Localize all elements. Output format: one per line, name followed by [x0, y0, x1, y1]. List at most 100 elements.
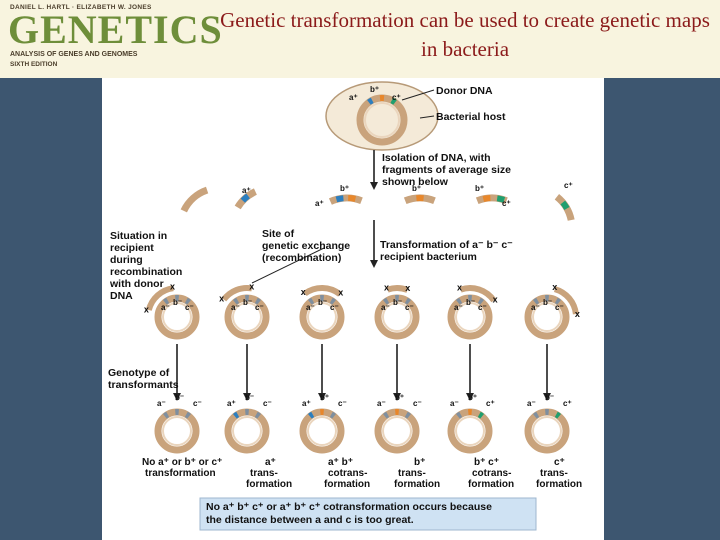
recipient-4-gene-c — [404, 297, 411, 305]
transformant-3-chromosome-inner — [307, 416, 337, 446]
situation-label-2: recipient — [110, 242, 154, 254]
transformant-3-label-b: b⁺ — [320, 393, 329, 402]
donor-fragment-5-gene-2 — [496, 195, 506, 203]
outcome-6-line-2: trans- — [540, 468, 568, 479]
transformant-1-label-c: c⁻ — [193, 399, 202, 408]
outcome-5-line-3: formation — [468, 479, 514, 490]
transformant-4-gene-c — [404, 411, 411, 419]
outcome-4-line-2: trans- — [398, 468, 426, 479]
transformant-6-chromosome-inner — [532, 416, 562, 446]
recipient-3-chromosome-inner — [307, 302, 337, 332]
crossover-3-right: x — [338, 288, 343, 298]
fragment-6-gene-c: c⁺ — [564, 181, 573, 190]
transformation-step-label-2: recipient bacterium — [380, 251, 477, 263]
transformant-4-gene-a — [383, 411, 390, 419]
donor-chromosome-inner — [364, 102, 400, 138]
recipient-4-chromosome-inner — [382, 302, 412, 332]
note-line-2: the distance between a and c is too grea… — [206, 514, 414, 526]
transformant-5-label-c: c⁺ — [486, 399, 495, 408]
isolation-label-1: Isolation of DNA, with — [382, 152, 491, 164]
recipient-5-gene-c — [477, 297, 484, 305]
crossover-2-left: x — [219, 293, 224, 303]
crossover-5-right: x — [493, 294, 498, 304]
recipient-1-label-a: a⁻ — [161, 303, 170, 312]
recipient-5-label-a: a⁻ — [454, 303, 463, 312]
recipient-4-label-b: b⁻ — [393, 298, 402, 307]
crossover-1-left: x — [144, 305, 149, 315]
logo-subtitle: ANALYSIS OF GENES AND GENOMES — [10, 51, 138, 58]
donor-fragment-3 — [328, 194, 363, 205]
donor-fragment-2-gene-1 — [240, 193, 250, 203]
transformant-4-label-c: c⁻ — [413, 399, 422, 408]
outcome-5-line-1: b⁺ c⁺ — [474, 457, 499, 468]
transformant-3-gene-a — [308, 411, 315, 419]
site-label-3: (recombination) — [262, 252, 341, 264]
transformant-1-label-a: a⁻ — [157, 399, 166, 408]
fragment-3-gene-b: b⁺ — [340, 184, 349, 193]
transformant-1-gene-c — [184, 411, 191, 419]
transformant-2-gene-c — [254, 411, 261, 419]
transformant-5-gene-a — [456, 411, 463, 419]
fragment-5-gene-c: c⁺ — [502, 199, 511, 208]
donor-gene-a: a⁺ — [349, 93, 358, 102]
fragment-5-gene-b: b⁺ — [475, 184, 484, 193]
note-box — [199, 497, 537, 531]
transformant-2-label-b: b⁻ — [245, 393, 254, 402]
transformant-6-gene-a — [533, 411, 540, 419]
recipient-4-label-a: a⁻ — [381, 303, 390, 312]
outcome-6-line-1: c⁺ — [554, 457, 565, 468]
recombining-fragment-6 — [553, 286, 579, 315]
transformant-2-label-a: a⁺ — [227, 399, 236, 408]
recipient-6-label-c: c⁻ — [555, 303, 564, 312]
donor-fragment-5-gene-1 — [482, 195, 491, 202]
diagram-shapes — [145, 81, 579, 531]
transformant-5-gene-c — [477, 411, 484, 419]
diagram-text: Donor DNA Bacterial host a⁺ b⁺ c⁺ Isolat… — [108, 85, 582, 526]
outcome-3-line-1: a⁺ b⁺ — [328, 457, 353, 468]
transformant-4-chromosome-inner — [382, 416, 412, 446]
crossover-6-right: x — [575, 309, 580, 319]
recipient-6-gene-c — [554, 297, 561, 305]
outcome-2-line-2: trans- — [250, 468, 278, 479]
recipient-2-gene-a — [233, 297, 240, 305]
outcome-4-line-1: b⁺ — [414, 457, 425, 468]
outcome-3-line-3: formation — [324, 479, 370, 490]
transformant-1-chromosome-inner — [162, 416, 192, 446]
recipient-5-gene-a — [456, 297, 463, 305]
transformant-1-label-b: b⁻ — [175, 393, 184, 402]
recipient-6-chromosome-inner — [532, 302, 562, 332]
recombining-fragment-4 — [386, 285, 409, 293]
crossover-5-left: x — [457, 283, 462, 293]
crossover-6-left: x — [552, 282, 557, 292]
recipient-3-label-b: b⁻ — [318, 298, 327, 307]
situation-label-4: recombination — [110, 266, 182, 278]
donor-dna-label: Donor DNA — [436, 85, 493, 97]
fragment-3-gene-a: a⁺ — [315, 199, 324, 208]
note-line-1: No a⁺ b⁺ c⁺ or a⁺ b⁺ c⁺ cotransformation… — [206, 501, 492, 513]
recipient-1-label-c: c⁻ — [185, 303, 194, 312]
recipient-3-gene-c — [329, 297, 336, 305]
recipient-2-gene-c — [254, 297, 261, 305]
recipient-6-gene-a — [533, 297, 540, 305]
crossover-4-right: x — [405, 283, 410, 293]
transformation-diagram: Donor DNA Bacterial host a⁺ b⁺ c⁺ Isolat… — [102, 78, 604, 540]
outcome-3-line-2: cotrans- — [328, 468, 367, 479]
recipient-2-label-a: a⁻ — [231, 303, 240, 312]
genetics-book-logo: DANIEL L. HARTL · ELIZABETH W. JONES GEN… — [8, 4, 222, 70]
outcome-4-line-3: formation — [394, 479, 440, 490]
logo-authors: DANIEL L. HARTL · ELIZABETH W. JONES — [10, 4, 152, 11]
situation-label-6: DNA — [110, 290, 133, 302]
recipient-1-gene-c — [184, 297, 191, 305]
recipient-2-label-b: b⁻ — [243, 298, 252, 307]
recombining-fragment-1 — [145, 285, 174, 311]
recipient-3-label-a: a⁻ — [306, 303, 315, 312]
crossover-1-right: x — [170, 281, 175, 291]
recipient-4-label-c: c⁻ — [405, 303, 414, 312]
situation-label-3: during — [110, 254, 143, 266]
fragment-2-gene-a: a⁺ — [242, 186, 251, 195]
transformant-3-label-c: c⁻ — [338, 399, 347, 408]
recipient-5-label-b: b⁻ — [466, 298, 475, 307]
transformant-5-chromosome-inner — [455, 416, 485, 446]
crossover-3-left: x — [301, 287, 306, 297]
logo-edition: SIXTH EDITION — [10, 61, 58, 68]
